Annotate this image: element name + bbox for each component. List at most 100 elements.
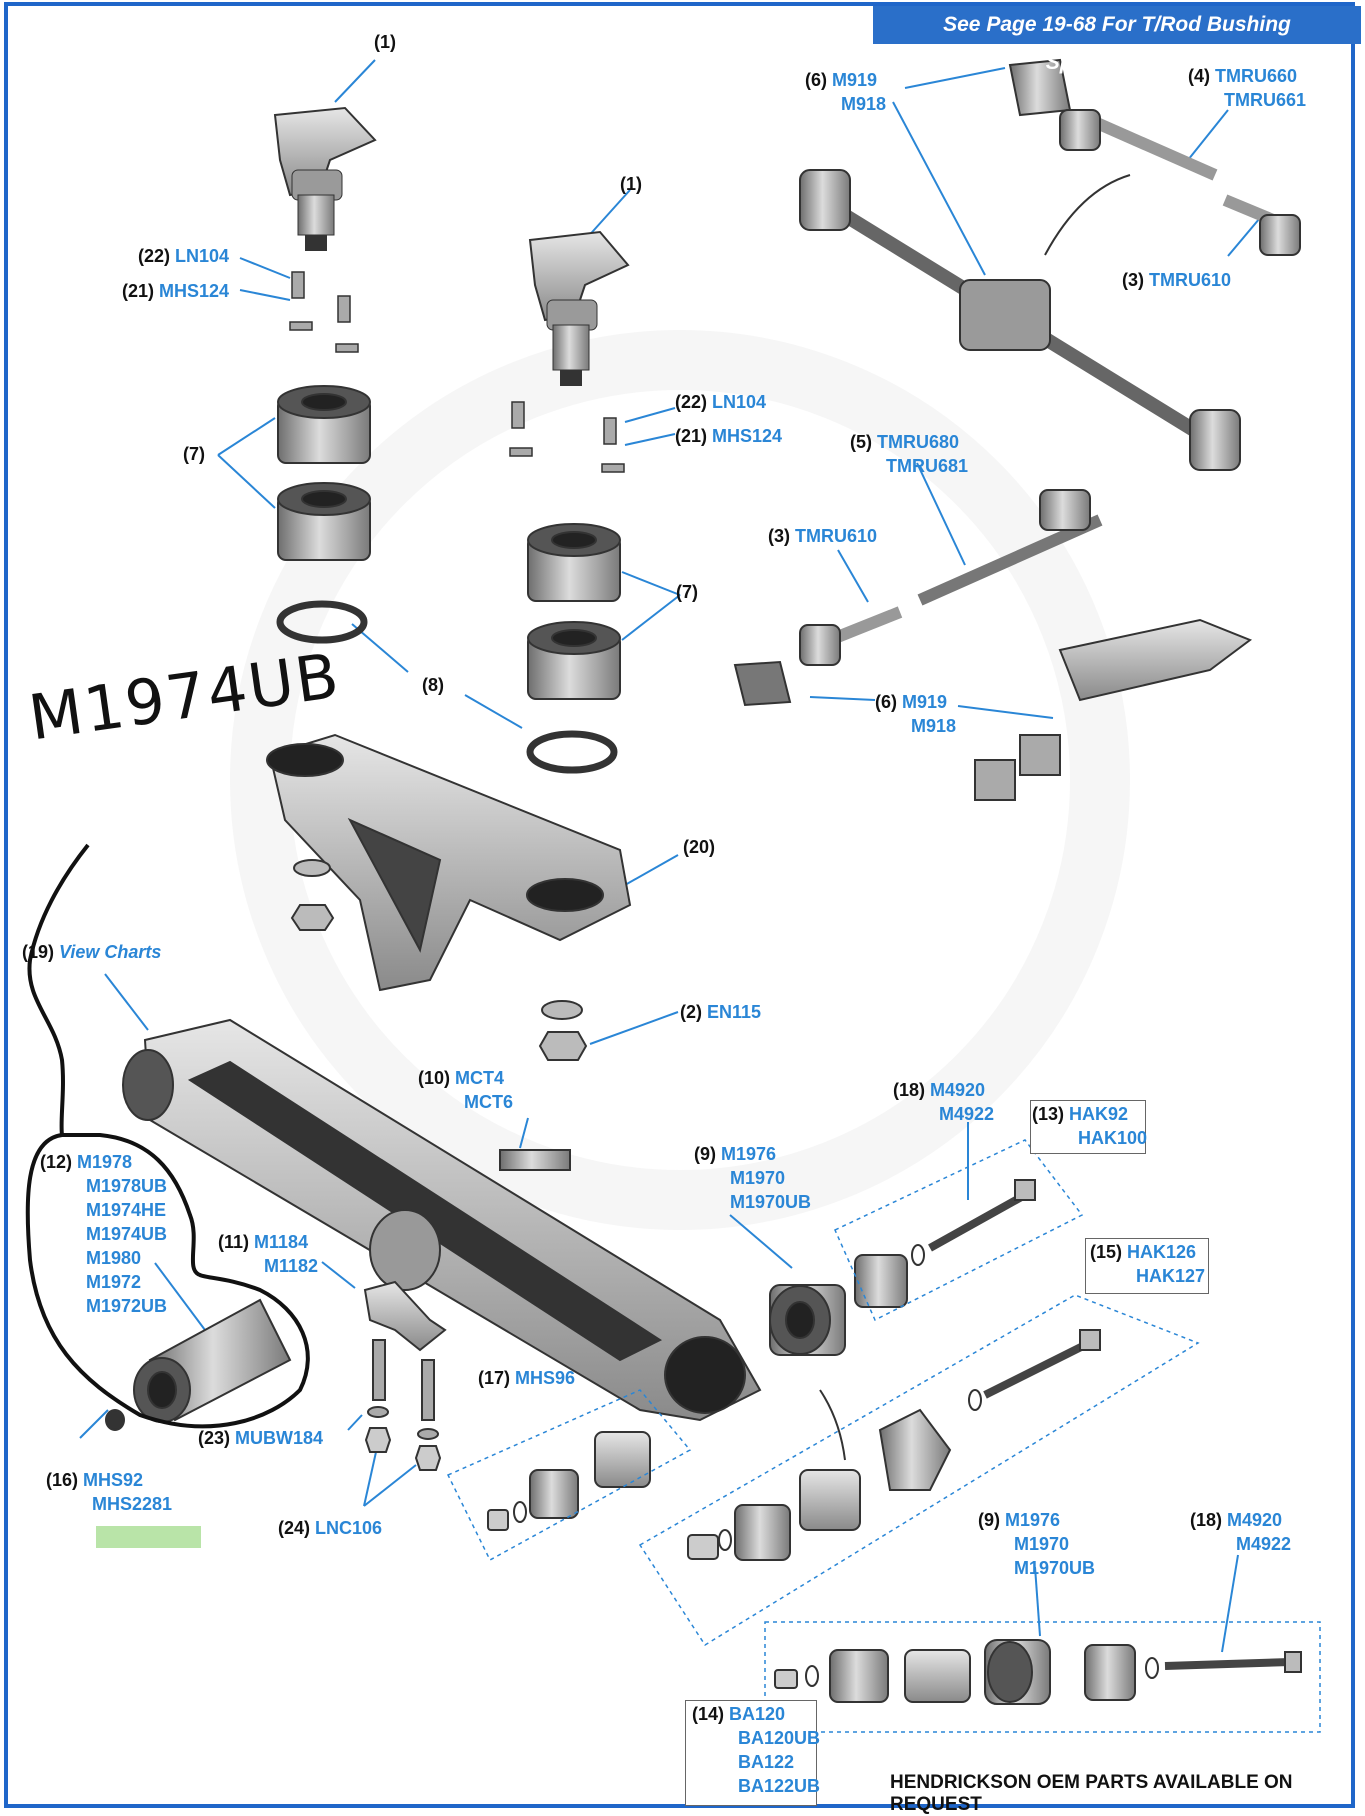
part-number[interactable]: M1978UB — [86, 1176, 168, 1196]
part-number[interactable]: BA120 — [724, 1704, 786, 1724]
kit-14 — [774, 1639, 1302, 1705]
callout-c21b: (21) MHS124 — [675, 424, 782, 448]
part-number[interactable]: M1976 — [716, 1144, 777, 1164]
part-number[interactable]: LN104 — [707, 392, 767, 412]
part-number[interactable]: View Charts — [54, 942, 162, 962]
callout-number: (17) — [478, 1368, 511, 1388]
callout-number: (9) — [978, 1510, 1000, 1530]
callout-number: (21) — [122, 281, 155, 301]
callout-number: (24) — [278, 1518, 311, 1538]
callout-number: (22) — [675, 392, 708, 412]
callout-number: (5) — [850, 432, 872, 452]
part-number[interactable]: HAK126 — [1122, 1242, 1197, 1262]
callout-number: (6) — [805, 70, 827, 90]
part-number[interactable]: TMRU660 — [1210, 66, 1298, 86]
part-number[interactable]: MCT6 — [464, 1092, 513, 1112]
part-number[interactable]: M1970UB — [1014, 1558, 1096, 1578]
part-number[interactable]: M1970 — [1014, 1534, 1070, 1554]
callout-c22a: (22) LN104 — [138, 244, 229, 268]
part-number[interactable]: M1970UB — [730, 1192, 812, 1212]
part-number[interactable]: MHS2281 — [92, 1494, 173, 1514]
part-number[interactable]: MHS124 — [707, 426, 783, 446]
watermark — [230, 330, 1130, 1230]
callout-c8: (8) — [422, 673, 444, 697]
part-number[interactable]: MHS96 — [510, 1368, 576, 1388]
part-number[interactable]: M1980 — [86, 1248, 142, 1268]
spec-banner[interactable]: See Page 19-68 For T/Rod Bushing Specifi… — [873, 6, 1361, 74]
part-number[interactable]: M1976 — [1000, 1510, 1061, 1530]
part-number[interactable]: MHS124 — [154, 281, 230, 301]
part-number[interactable]: TMRU610 — [790, 526, 878, 546]
page-frame — [4, 2, 1355, 1808]
part-number[interactable]: M1972UB — [86, 1296, 168, 1316]
callout-number: (16) — [46, 1470, 79, 1490]
callout-c1b: (1) — [620, 172, 642, 196]
callout-number: (22) — [138, 246, 171, 266]
part-number[interactable]: TMRU661 — [1224, 90, 1307, 110]
part-number[interactable]: HAK100 — [1078, 1128, 1148, 1148]
callout-number: (8) — [422, 675, 444, 695]
equalizer-beam-20 — [266, 733, 632, 992]
kit-15-label-box — [1085, 1238, 1209, 1294]
part-number[interactable]: M918 — [841, 94, 887, 114]
part-number[interactable]: M1182 — [264, 1256, 319, 1276]
part-number[interactable]: LNC106 — [310, 1518, 383, 1538]
callout-c1a: (1) — [374, 30, 396, 54]
part-number[interactable]: HAK92 — [1064, 1104, 1129, 1124]
part-number[interactable]: TMRU681 — [886, 456, 969, 476]
part-number[interactable]: M918 — [911, 716, 957, 736]
callout-number: (21) — [675, 426, 708, 446]
walking-beam-19 — [122, 1018, 762, 1422]
callout-c24: (24) LNC106 — [278, 1516, 382, 1540]
part-number[interactable]: BA122 — [738, 1752, 795, 1772]
part-number[interactable]: TMRU680 — [872, 432, 960, 452]
part-number[interactable]: MCT4 — [450, 1068, 505, 1088]
part-number[interactable]: LN104 — [170, 246, 230, 266]
part-number[interactable]: M919 — [827, 70, 878, 90]
callout-c2: (2) EN115 — [680, 1000, 761, 1024]
callout-c20: (20) — [683, 835, 715, 859]
part-number[interactable]: M4922 — [1236, 1534, 1292, 1554]
callout-number: (10) — [418, 1068, 451, 1088]
part-number[interactable]: M1184 — [249, 1232, 309, 1252]
part-number[interactable]: BA120UB — [738, 1728, 821, 1748]
part-number[interactable]: M1978 — [72, 1152, 133, 1172]
part-number[interactable]: MUBW184 — [230, 1428, 324, 1448]
part-number[interactable]: M1972 — [86, 1272, 142, 1292]
part-number[interactable]: M1974UB — [86, 1224, 168, 1244]
callout-number: (18) — [1190, 1510, 1223, 1530]
callout-c19: (19) View Charts — [22, 940, 161, 964]
torque-rod-upper — [799, 58, 1241, 471]
part-number[interactable]: M919 — [897, 692, 948, 712]
nuts-washers — [290, 859, 588, 1061]
kit-13-label-box — [1030, 1100, 1146, 1154]
part-number[interactable]: MHS92 — [78, 1470, 144, 1490]
part-number[interactable]: M4920 — [925, 1080, 986, 1100]
bushing-9 — [769, 1284, 846, 1356]
callout-number: (15) — [1090, 1242, 1123, 1262]
part-number[interactable]: TMRU610 — [1144, 270, 1232, 290]
part-number[interactable]: BA122UB — [738, 1776, 821, 1796]
callout-number: (11) — [218, 1232, 250, 1252]
callout-c3b: (3) TMRU610 — [768, 524, 877, 548]
part-number[interactable]: M4920 — [1222, 1510, 1283, 1530]
part-number[interactable]: HAK127 — [1136, 1266, 1206, 1286]
kit-outlines — [446, 1139, 1321, 1733]
callout-number: (20) — [683, 837, 716, 857]
part-number[interactable]: M1970 — [730, 1168, 786, 1188]
part-number[interactable]: M1974HE — [86, 1200, 167, 1220]
torque-rod-middle — [733, 489, 1253, 801]
callout-c7a: (7) — [183, 442, 205, 466]
part-number[interactable]: M4922 — [939, 1104, 995, 1124]
part-number[interactable]: EN115 — [702, 1002, 762, 1022]
callout-number: (3) — [768, 526, 790, 546]
